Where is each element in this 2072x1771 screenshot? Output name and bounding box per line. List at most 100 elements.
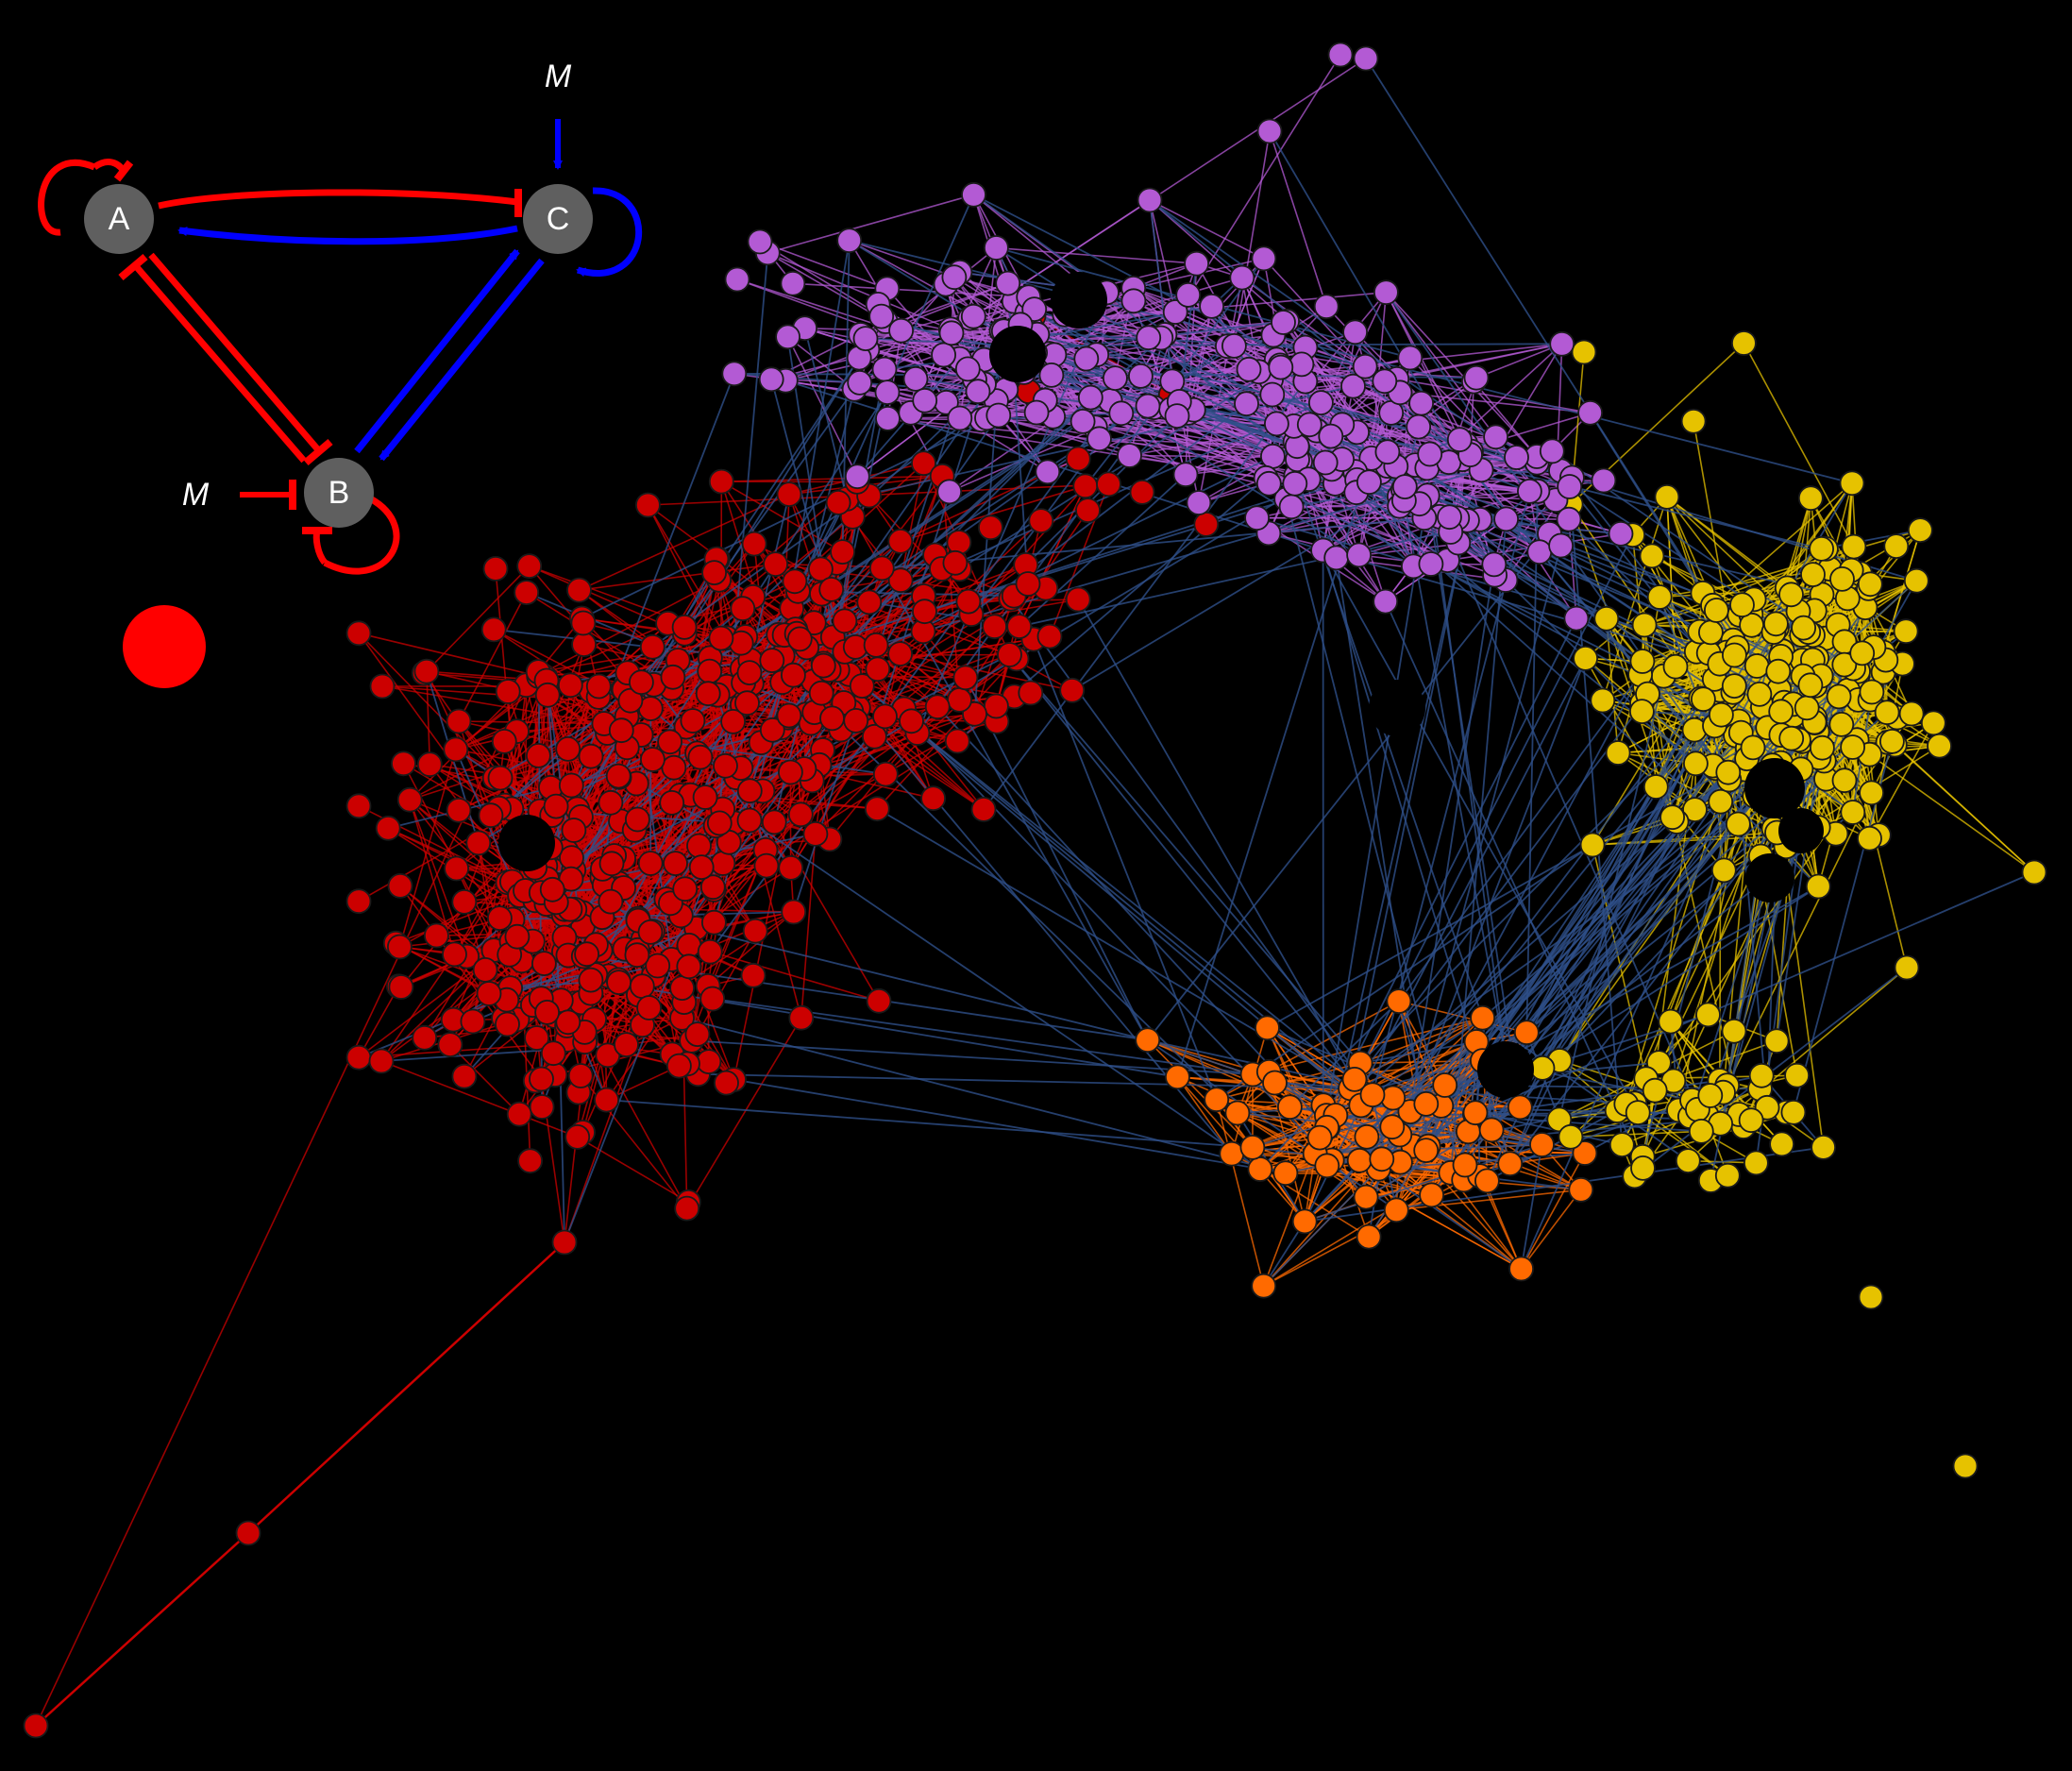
network-node-yellow xyxy=(1769,1131,1794,1157)
network-edge xyxy=(1385,292,1497,438)
network-node-orange xyxy=(1383,1197,1409,1223)
network-node-red xyxy=(504,923,531,950)
network-node-yellow xyxy=(1731,330,1757,356)
network-node-red xyxy=(629,973,655,1000)
network-node-purple xyxy=(1264,411,1289,437)
edge-b-a-bar xyxy=(118,253,148,281)
network-node-red xyxy=(516,553,543,579)
network-edge xyxy=(876,807,1361,1093)
network-node-yellow xyxy=(1840,734,1865,760)
network-node-yellow xyxy=(1709,701,1734,728)
network-node-red xyxy=(697,658,723,684)
edge-b-c xyxy=(354,248,520,454)
network-node-red xyxy=(1193,512,1220,537)
network-edge xyxy=(796,401,1322,634)
network-edge xyxy=(1439,516,1699,1110)
network-node-red xyxy=(1072,473,1099,499)
network-node-red xyxy=(637,919,664,945)
network-node-yellow xyxy=(1840,800,1866,825)
network-node-red xyxy=(810,652,836,679)
network-node-purple xyxy=(1070,408,1096,434)
network-node-purple xyxy=(1548,532,1574,559)
network-edge xyxy=(1335,557,1429,1147)
network-edge xyxy=(429,764,500,809)
network-edge xyxy=(900,484,1087,543)
network-node-yellow xyxy=(1710,857,1737,884)
network-node-yellow xyxy=(2021,859,2047,886)
network-node-red xyxy=(782,568,808,595)
network-edge xyxy=(606,1065,680,1101)
network-node-red xyxy=(955,588,982,615)
network-node-red xyxy=(396,786,423,813)
network-node-red xyxy=(660,664,686,690)
network-node-purple xyxy=(984,235,1009,261)
network-node-yellow xyxy=(1629,699,1655,724)
network-edge xyxy=(697,930,756,1035)
network-node-purple xyxy=(1437,504,1462,531)
network-edge xyxy=(1399,391,1591,414)
network-node-orange xyxy=(1529,1132,1555,1157)
network-node-yellow xyxy=(1784,1062,1810,1088)
network-edge xyxy=(579,563,776,591)
network-node-yellow xyxy=(1797,672,1824,699)
network-node-red xyxy=(460,1008,486,1035)
network-node-red xyxy=(832,608,858,634)
network-node-yellow xyxy=(1780,1099,1807,1125)
network-node-red xyxy=(659,790,685,816)
network-node-yellow xyxy=(1907,517,1933,543)
network-node-red xyxy=(736,660,763,685)
network-node-red xyxy=(517,1148,543,1174)
network-edge xyxy=(1592,652,1710,846)
network-edge xyxy=(887,417,1570,488)
network-node-yellow xyxy=(1646,584,1673,610)
network-node-orange xyxy=(1341,1067,1368,1092)
network-node-red xyxy=(872,703,898,730)
network-edge xyxy=(35,684,528,1727)
network-edge xyxy=(733,372,1141,378)
network-gap xyxy=(1745,853,1794,902)
network-node-purple xyxy=(1296,412,1322,438)
network-node-red xyxy=(720,709,746,734)
network-edge xyxy=(1482,1017,1689,1162)
network-edge xyxy=(564,1024,644,1243)
network-node-red xyxy=(578,967,604,993)
network-node-red xyxy=(368,1048,395,1074)
network-node-red xyxy=(997,642,1022,667)
network-node-red xyxy=(808,556,834,582)
motif-node-b: B xyxy=(304,458,374,528)
network-node-yellow xyxy=(1642,1077,1668,1104)
network-node-red xyxy=(1096,471,1121,498)
network-node-red xyxy=(686,833,712,859)
network-node-purple xyxy=(1539,438,1565,464)
network-node-red xyxy=(946,530,972,555)
network-edge xyxy=(1146,532,1551,1041)
network-node-red xyxy=(423,922,449,949)
network-node-red xyxy=(636,995,662,1020)
network-node-red xyxy=(495,1011,520,1037)
network-node-red xyxy=(388,974,414,1000)
network-node-red xyxy=(564,1124,591,1150)
network-node-red xyxy=(776,481,802,507)
network-node-red xyxy=(629,669,654,696)
network-node-yellow xyxy=(1630,1155,1656,1181)
network-node-purple xyxy=(1137,187,1163,213)
network-edge xyxy=(1520,1153,1586,1270)
network-edge xyxy=(1178,306,1327,403)
network-node-red xyxy=(984,693,1009,719)
network-node-purple xyxy=(1236,356,1262,382)
network-node-purple xyxy=(1172,462,1199,488)
network-node-red xyxy=(1028,508,1054,533)
network-node-red xyxy=(1018,680,1044,706)
network-edge xyxy=(640,734,673,960)
edge-b-a xyxy=(133,263,307,464)
network-node-orange xyxy=(1507,1094,1533,1121)
network-node-orange xyxy=(1513,1020,1540,1046)
network-node-purple xyxy=(1077,384,1103,411)
network-gap xyxy=(778,1132,827,1181)
motif-node-c: C xyxy=(523,184,593,254)
network-node-yellow xyxy=(1715,759,1742,785)
network-edge xyxy=(1520,1189,1582,1270)
network-node-orange xyxy=(1346,1147,1373,1173)
network-node-red xyxy=(680,708,706,734)
network-edge xyxy=(792,675,802,815)
